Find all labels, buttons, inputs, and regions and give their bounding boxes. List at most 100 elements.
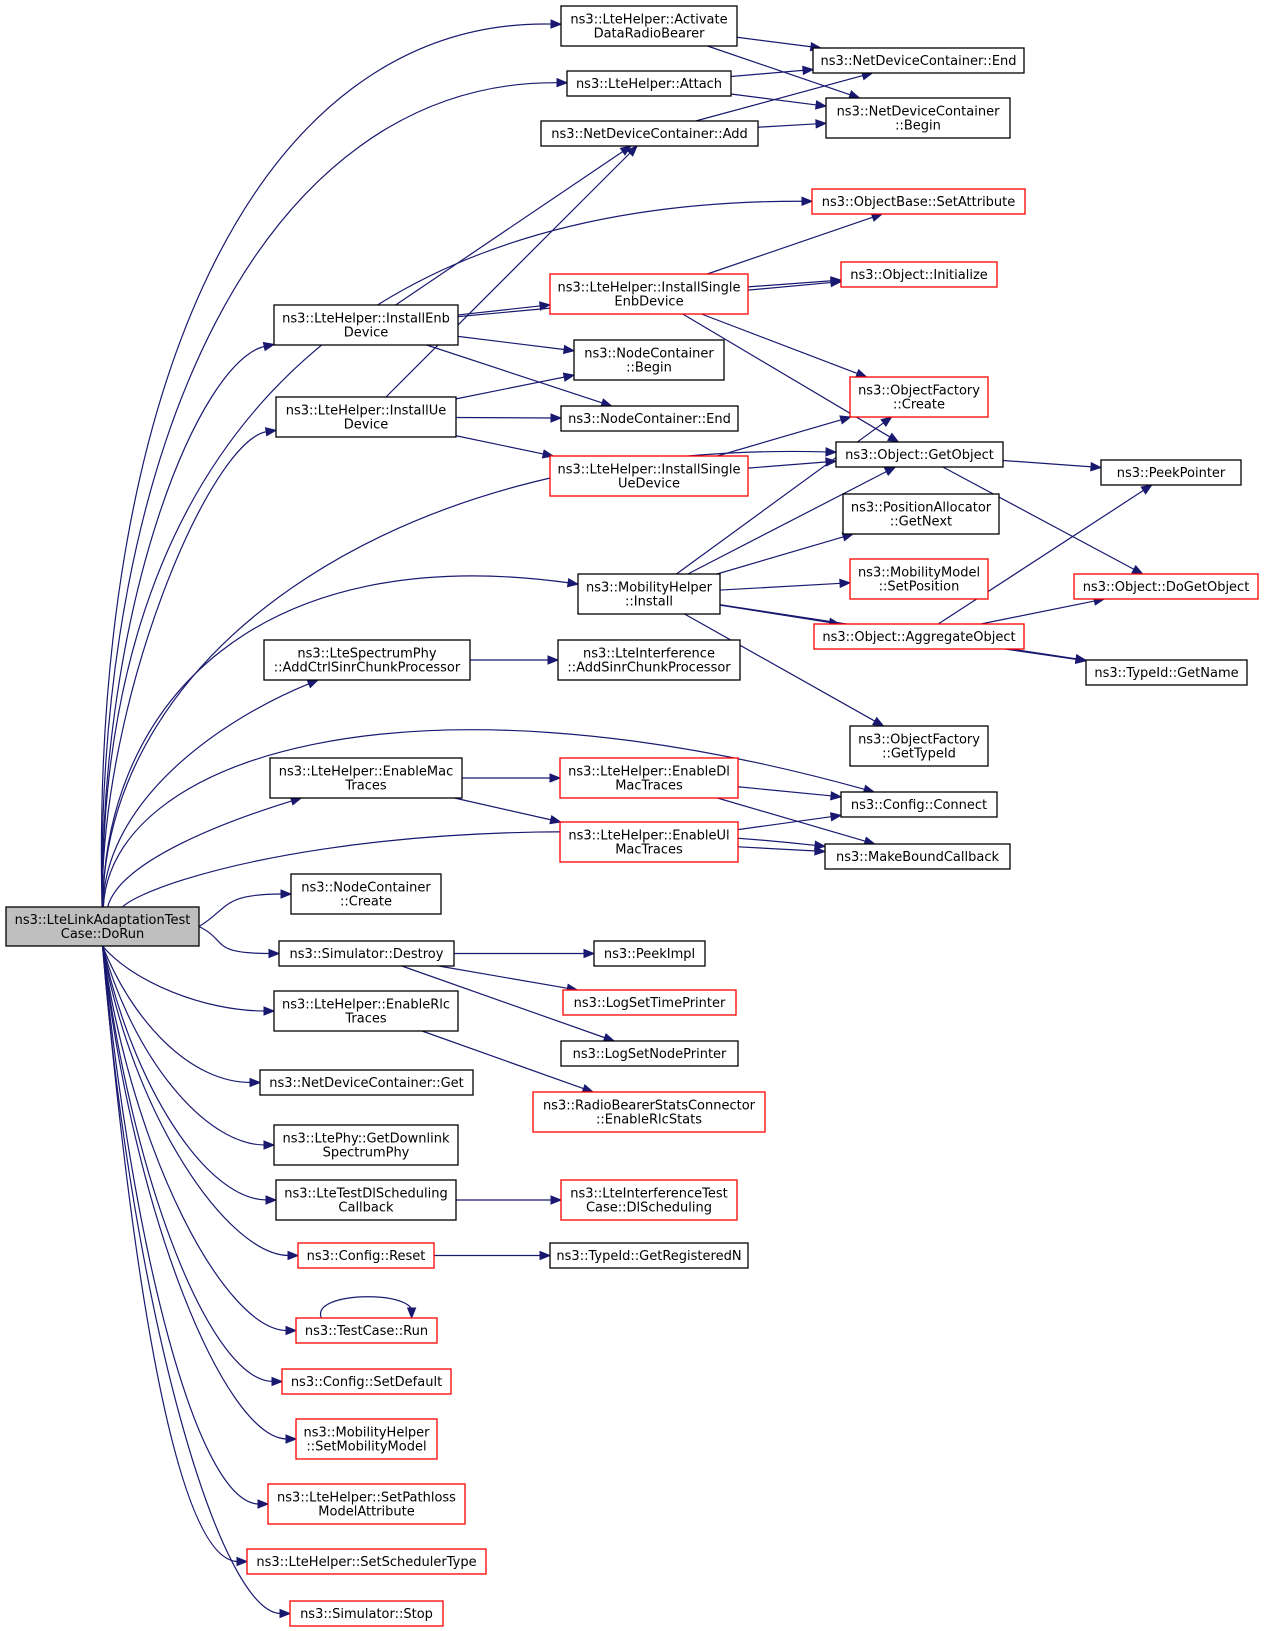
node-ncCreate[interactable]: ns3::NodeContainer::Create [290,873,442,915]
node-regN[interactable]: ns3::TypeId::GetRegisteredN [549,1242,749,1269]
node-peekPointer[interactable]: ns3::PeekPointer [1100,459,1242,486]
node-label: ::GetTypeId [882,747,956,762]
node-cfgSetDefault[interactable]: ns3::Config::SetDefault [281,1368,452,1395]
edge-root-to-mobInstall [102,575,580,908]
edge-installSingleEnb-to-initialize [747,276,843,288]
node-label: ns3::TypeId::GetRegisteredN [556,1249,741,1264]
edge-root-to-simDestroy [198,925,281,959]
node-tcRun[interactable]: ns3::TestCase::Run [295,1317,438,1344]
node-label: ::Install [625,595,673,610]
node-setPathloss[interactable]: ns3::LteHelper::SetPathlossModelAttribut… [267,1483,466,1525]
node-interfTest[interactable]: ns3::LteInterferenceTestCase::DlScheduli… [560,1179,738,1221]
edge-root-to-enableRlc [102,945,276,1016]
edge-root-to-attach [101,77,569,908]
edge-root-to-connect [102,729,876,908]
node-label: ns3::MobilityHelper [586,581,713,596]
node-connect[interactable]: ns3::Config::Connect [840,791,998,818]
edge-aggregate-to-doGetObject [980,596,1106,625]
node-label: ns3::Config::Reset [307,1249,426,1264]
node-ncBegin[interactable]: ns3::NodeContainer::Begin [573,339,725,381]
node-label: ::GetNext [890,515,952,530]
edge-root-to-cfgSetDefault [101,945,284,1387]
node-simStop[interactable]: ns3::Simulator::Stop [289,1600,444,1627]
edge-installSingleEnb-to-getObject [682,313,900,443]
node-getObject[interactable]: ns3::Object::GetObject [835,441,1004,468]
node-ndcAdd[interactable]: ns3::NetDeviceContainer::Add [540,120,759,147]
edge-attach-to-ndcBegin [730,93,828,110]
node-label: ns3::LteInterferenceTest [570,1187,728,1202]
node-label: ns3::LteHelper::InstallEnb [282,312,450,327]
node-label: ns3::RadioBearerStatsConnector [543,1099,756,1114]
node-label: DataRadioBearer [594,27,706,42]
node-setAttr[interactable]: ns3::ObjectBase::SetAttribute [811,188,1026,215]
node-aggregate[interactable]: ns3::Object::AggregateObject [813,623,1025,650]
edge-root-to-activate [100,19,563,908]
node-initialize[interactable]: ns3::Object::Initialize [840,261,998,288]
node-label: ns3::MakeBoundCallback [836,850,1000,865]
node-label: ::EnableRlcStats [596,1113,702,1128]
node-label: ns3::LteLinkAdaptationTest [15,913,191,928]
node-cfgReset[interactable]: ns3::Config::Reset [297,1242,435,1269]
edge-root-to-ncCreate [198,889,293,928]
node-label: ns3::LteHelper::EnableDl [568,765,730,780]
node-peekImpl[interactable]: ns3::PeekImpl [593,940,706,967]
node-ndcEnd[interactable]: ns3::NetDeviceContainer::End [812,47,1025,74]
node-label: ns3::NodeContainer [584,347,714,362]
node-label: ns3::Object::Initialize [850,268,988,283]
node-addCtrl[interactable]: ns3::LteSpectrumPhy::AddCtrlSinrChunkPro… [263,639,471,681]
node-mobInstall[interactable]: ns3::MobilityHelper::Install [577,573,721,615]
node-addSinr[interactable]: ns3::LteInterference::AddSinrChunkProces… [557,639,741,681]
node-doGetObject[interactable]: ns3::Object::DoGetObject [1073,573,1259,600]
edge-installUe-to-ncBegin [455,372,576,400]
node-label: ns3::LteTestDlScheduling [284,1187,447,1202]
edge-ndcAdd-to-ndcEnd [695,71,874,122]
node-logNode[interactable]: ns3::LogSetNodePrinter [560,1040,739,1067]
node-label: Device [344,418,388,433]
node-label: ::Create [340,895,392,910]
node-label: ns3::PositionAllocator [851,501,992,516]
edge-getObject-to-doGetObject [942,466,1144,575]
node-label: ns3::NetDeviceContainer::Add [551,127,748,142]
node-setMobModel[interactable]: ns3::MobilityHelper::SetMobilityModel [295,1418,438,1460]
node-rbStats[interactable]: ns3::RadioBearerStatsConnector::EnableRl… [532,1091,766,1133]
node-ndcBegin[interactable]: ns3::NetDeviceContainer::Begin [825,97,1011,139]
node-attach[interactable]: ns3::LteHelper::Attach [566,70,732,97]
edge-root-to-setAttr [101,196,814,908]
node-label: Callback [338,1201,394,1216]
node-label: ns3::Simulator::Stop [300,1607,433,1622]
node-ndcGet[interactable]: ns3::NetDeviceContainer::Get [259,1069,474,1096]
node-ofCreate[interactable]: ns3::ObjectFactory::Create [849,376,989,418]
edge-root-to-setSched [101,945,249,1567]
edge-installUe-to-installSingleUe [455,435,555,459]
edge-enableMac-to-enableUlMac [454,797,562,825]
node-makeBound[interactable]: ns3::MakeBoundCallback [824,843,1011,870]
edge-activate-to-ndcEnd [736,36,823,52]
node-mmSetPos[interactable]: ns3::MobilityModel::SetPosition [849,558,989,600]
node-label: EnbDevice [614,295,683,310]
node-ncEnd[interactable]: ns3::NodeContainer::End [560,405,739,432]
node-label: SpectrumPhy [323,1146,410,1161]
node-posGetNext[interactable]: ns3::PositionAllocator::GetNext [842,493,1000,535]
node-ofGetTypeId[interactable]: ns3::ObjectFactory::GetTypeId [849,725,989,767]
node-label: ns3::LteHelper::SetPathloss [277,1491,456,1506]
node-simDestroy[interactable]: ns3::Simulator::Destroy [278,940,455,967]
node-label: ns3::Config::SetDefault [291,1375,442,1390]
node-getName[interactable]: ns3::TypeId::GetName [1085,659,1248,686]
node-label: ns3::LteHelper::EnableMac [279,765,454,780]
node-setSched[interactable]: ns3::LteHelper::SetSchedulerType [246,1548,487,1575]
edge-root-to-installUe [101,427,278,908]
node-logTime[interactable]: ns3::LogSetTimePrinter [562,989,737,1016]
node-label: ns3::Object::GetObject [845,448,994,463]
